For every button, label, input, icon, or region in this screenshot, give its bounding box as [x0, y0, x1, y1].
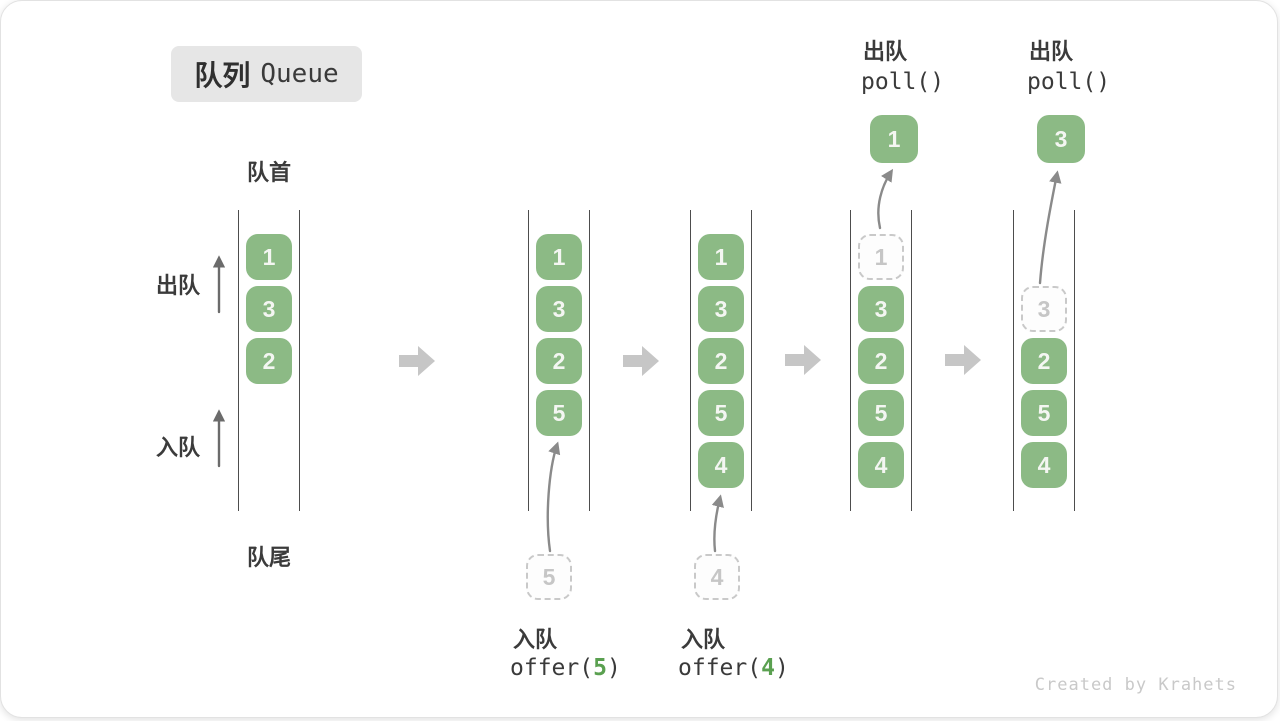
queue-state-1: 1 3 2 — [238, 210, 300, 511]
queue-state-5: 3 2 5 4 — [1013, 210, 1075, 511]
polled-item-1: 1 — [870, 115, 918, 163]
flow-arrow-icon — [623, 346, 659, 376]
title-zh: 队列 — [194, 60, 251, 91]
front-label: 队首 — [246, 160, 291, 185]
queue-item: 4 — [858, 442, 904, 488]
title-en: Queue — [260, 59, 339, 89]
queue-item: 3 — [698, 286, 744, 332]
queue-state-4: 1 3 2 5 4 — [850, 210, 912, 511]
code-arg: 4 — [761, 655, 775, 681]
queue-item: 2 — [858, 338, 904, 384]
rear-label: 队尾 — [246, 545, 291, 570]
enqueue-code-5: offer(5) — [510, 655, 621, 681]
pending-item-4: 4 — [694, 554, 740, 600]
queue-item: 1 — [698, 234, 744, 280]
flow-arrow-icon — [785, 345, 821, 375]
flow-arrow-icon — [945, 345, 981, 375]
queue-item-removed: 1 — [858, 234, 904, 280]
enqueue-code-4: offer(4) — [678, 655, 789, 681]
queue-item: 3 — [246, 286, 292, 332]
code-text: ) — [774, 655, 789, 681]
poll-code-2: poll() — [1027, 69, 1111, 95]
queue-item: 5 — [698, 390, 744, 436]
queue-item: 2 — [698, 338, 744, 384]
enqueue-label-5: 入队 — [513, 627, 558, 652]
queue-item: 4 — [698, 442, 744, 488]
queue-item: 1 — [536, 234, 582, 280]
queue-item: 3 — [536, 286, 582, 332]
pending-item-5: 5 — [526, 554, 572, 600]
poll-code-1: poll() — [861, 69, 945, 95]
watermark: Created by Krahets — [1034, 675, 1237, 695]
queue-state-2: 1 3 2 5 — [528, 210, 590, 511]
enqueue-label-4: 入队 — [681, 627, 726, 652]
queue-item-removed: 3 — [1021, 286, 1067, 332]
queue-item: 4 — [1021, 442, 1067, 488]
queue-item: 2 — [246, 338, 292, 384]
queue-item: 2 — [1021, 338, 1067, 384]
poll-label-1: 出队 — [863, 39, 908, 64]
diagram-title-badge: 队列 Queue — [171, 46, 362, 102]
enqueue-side-label: 入队 — [156, 435, 201, 460]
queue-item: 5 — [1021, 390, 1067, 436]
queue-item: 2 — [536, 338, 582, 384]
code-text: offer( — [678, 655, 762, 681]
code-arg: 5 — [593, 655, 607, 681]
polled-item-3: 3 — [1037, 115, 1085, 163]
dequeue-side-label: 出队 — [156, 273, 201, 298]
queue-item: 5 — [536, 390, 582, 436]
code-text: offer( — [510, 655, 594, 681]
code-text: ) — [606, 655, 621, 681]
queue-item: 1 — [246, 234, 292, 280]
flow-arrow-icon — [399, 346, 435, 376]
poll-label-2: 出队 — [1029, 39, 1074, 64]
queue-item: 3 — [858, 286, 904, 332]
queue-item: 5 — [858, 390, 904, 436]
queue-state-3: 1 3 2 5 4 — [690, 210, 752, 511]
